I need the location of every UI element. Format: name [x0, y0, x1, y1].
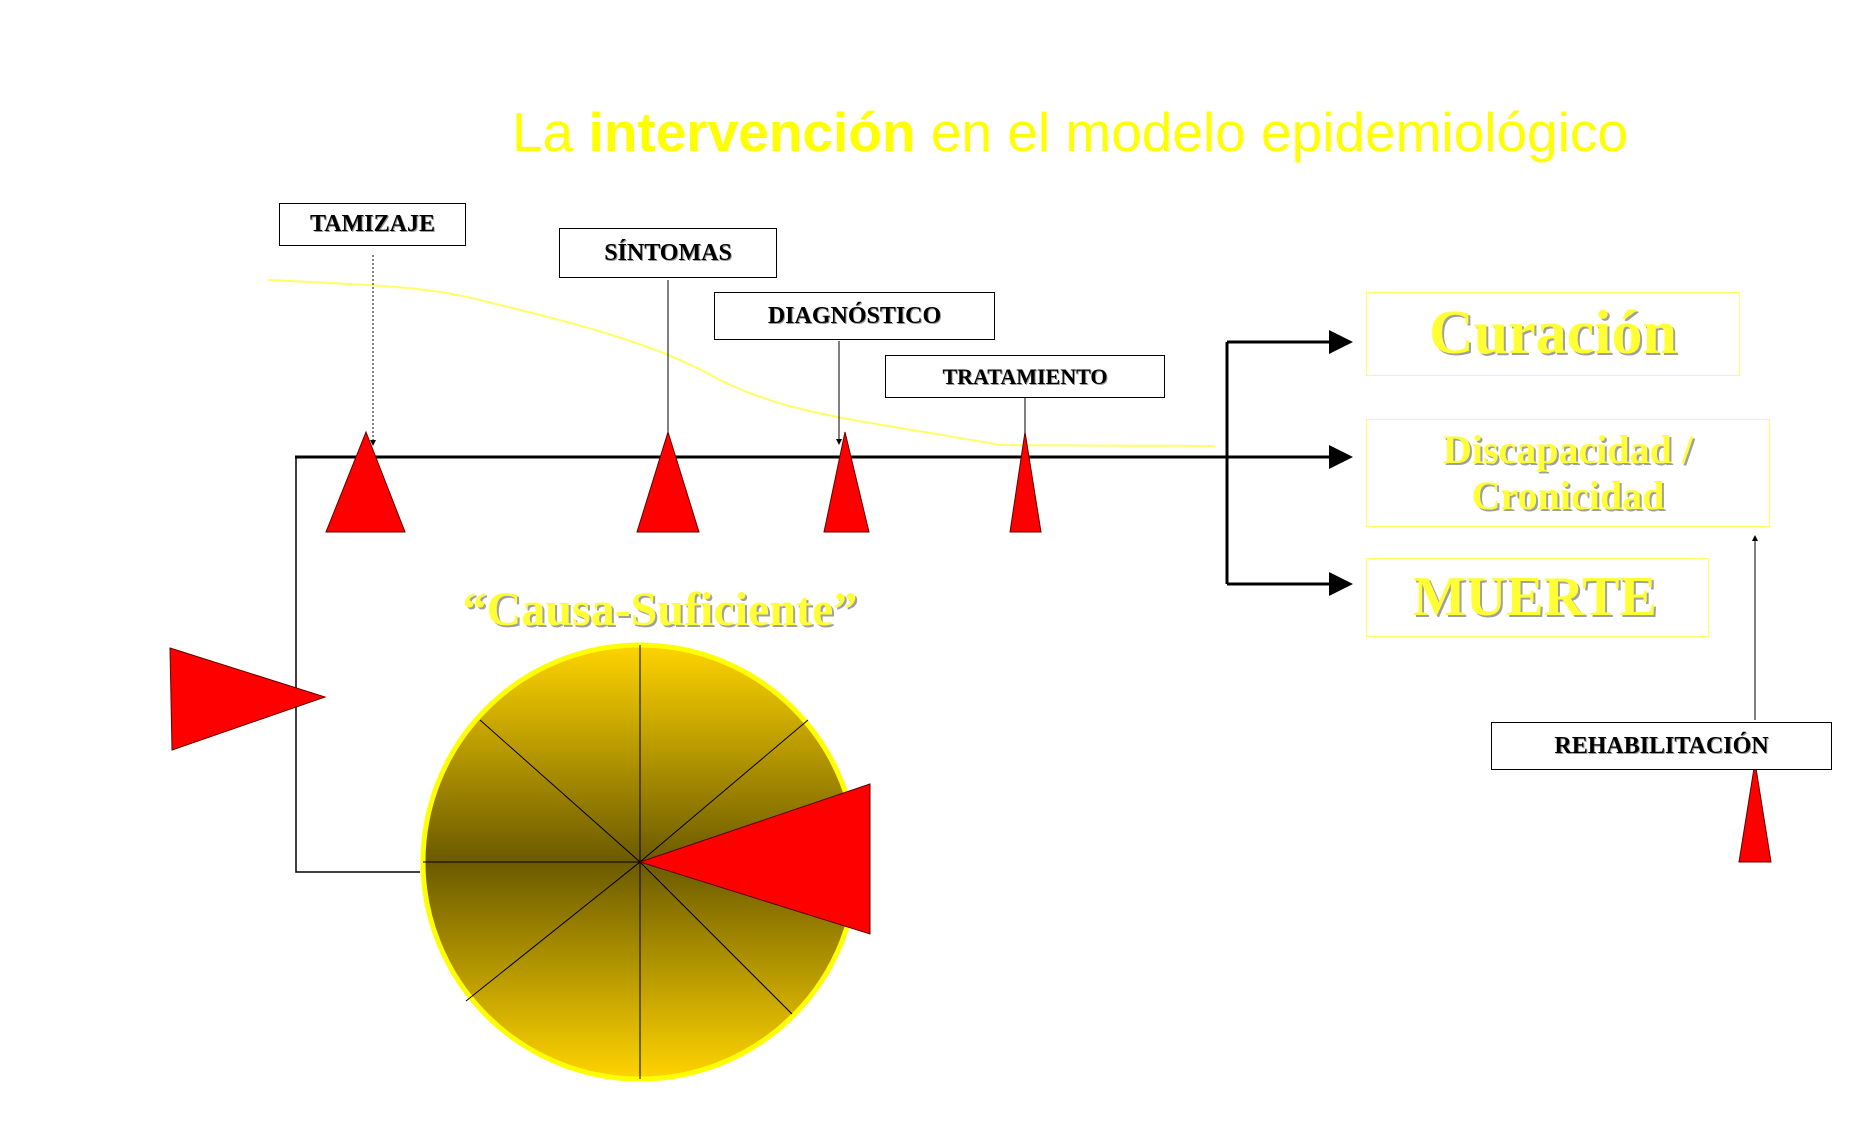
- discapacidad-line2: Cronicidad: [1471, 473, 1665, 518]
- rehabilitacion-triangle-icon: [1738, 761, 1772, 863]
- causa-suficiente-label: “Causa-Suficiente”: [462, 583, 858, 636]
- diagnostico-triangle-icon: [823, 431, 870, 533]
- title-post: en el modelo epidemiológico: [915, 101, 1628, 163]
- diagnostico-label: DIAGNÓSTICO: [714, 292, 995, 340]
- pie-intervention-wedge-icon: [638, 783, 871, 935]
- discapacidad-line1: Discapacidad /: [1442, 427, 1694, 472]
- prevention-triangle-icon: [169, 647, 327, 751]
- title-bold: intervención: [588, 101, 916, 163]
- pie-slice-line: [639, 719, 809, 863]
- sintomas-label: SÍNTOMAS: [559, 228, 777, 278]
- disease-curve: [267, 279, 1216, 447]
- tratamiento-label: TRATAMIENTO: [885, 355, 1165, 398]
- causa-pie-icon: [420, 642, 871, 1082]
- tratamiento-triangle-icon: [1009, 431, 1042, 533]
- sintomas-triangle-icon: [636, 430, 700, 533]
- outcome-discapacidad: Discapacidad / Cronicidad: [1366, 419, 1770, 527]
- outcome-curacion: Curación: [1366, 292, 1740, 376]
- rehabilitacion-label: REHABILITACIÓN: [1491, 722, 1832, 770]
- page-title: La intervención en el modelo epidemiológ…: [0, 100, 1852, 164]
- pie-slice-line: [479, 719, 641, 863]
- title-pre: La: [512, 101, 589, 163]
- connector-bracket: [295, 457, 420, 873]
- outcome-muerte: MUERTE: [1366, 558, 1709, 637]
- pie-slice-line: [639, 861, 793, 1015]
- pie-slice-line: [465, 861, 641, 1002]
- tamizaje-triangle-icon: [325, 430, 406, 533]
- tamizaje-label: TAMIZAJE: [279, 203, 466, 246]
